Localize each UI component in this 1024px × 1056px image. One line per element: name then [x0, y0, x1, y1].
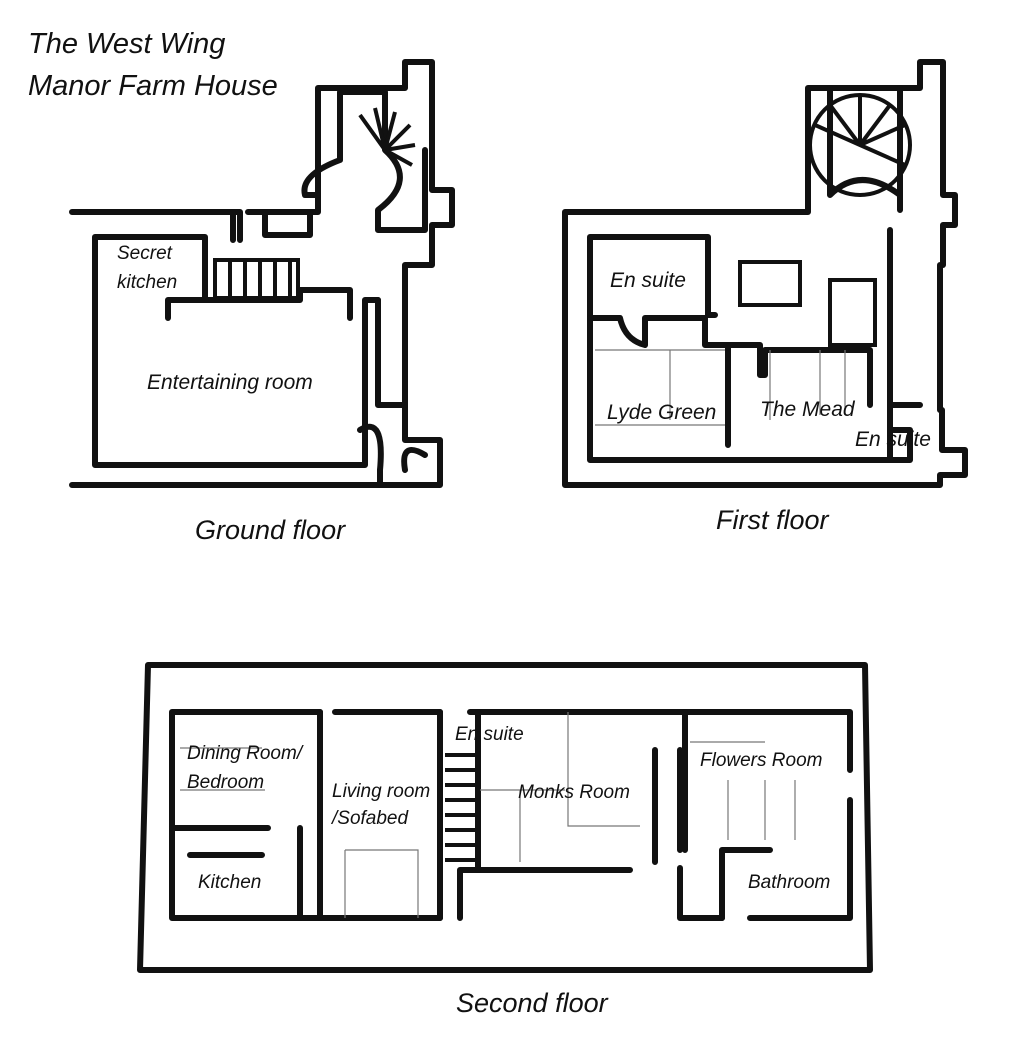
room-label-dining-room-2: Bedroom	[187, 772, 265, 793]
room-label-en-suite-2: En suite	[855, 428, 931, 451]
room-label-monks-room: Monks Room	[518, 782, 630, 803]
room-label-en-suite: En suite	[455, 724, 524, 745]
ground-floor-caption: Ground floor	[195, 515, 346, 545]
title-line-2: Manor Farm House	[28, 70, 278, 102]
room-label-en-suite-1: En suite	[610, 269, 686, 292]
second-floor-caption: Second floor	[456, 988, 608, 1018]
first-floor-caption: First floor	[716, 505, 829, 535]
room-label-living-room-1: Living room	[332, 781, 431, 802]
room-label-secret-kitchen-1: Secret	[117, 243, 172, 264]
room-label-bathroom: Bathroom	[748, 872, 831, 893]
second-floor-walls	[137, 662, 873, 973]
room-label-living-room-2: /Sofabed	[332, 808, 409, 829]
room-label-dining-room-1: Dining Room/	[187, 743, 303, 764]
room-label-kitchen: Kitchen	[198, 872, 262, 893]
room-label-flowers-room: Flowers Room	[700, 750, 823, 771]
ground-floor-walls	[69, 59, 455, 488]
room-label-secret-kitchen-2: kitchen	[117, 272, 178, 293]
room-label-the-mead: The Mead	[760, 398, 855, 421]
title-line-1: The West Wing	[28, 28, 226, 60]
first-floor-walls	[562, 59, 968, 488]
room-label-entertaining-room: Entertaining room	[147, 371, 313, 394]
room-label-lyde-green: Lyde Green	[607, 401, 717, 424]
